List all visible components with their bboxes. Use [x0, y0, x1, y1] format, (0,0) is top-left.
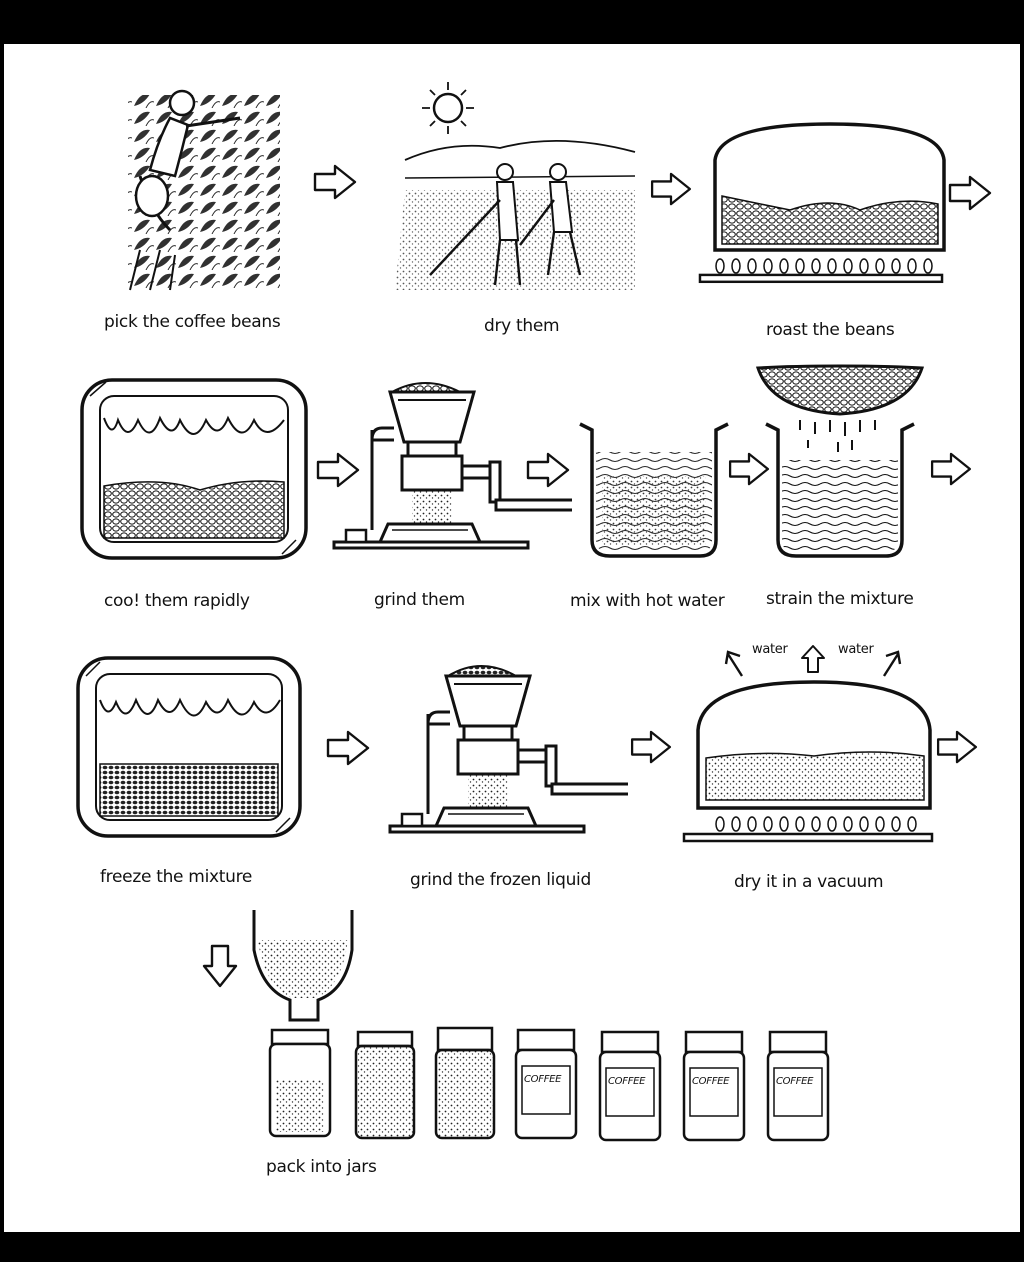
illustration-hopper [252, 910, 354, 1022]
jar-1 [268, 1028, 332, 1138]
illustration-dry-sun [395, 82, 636, 290]
arrow-right-icon [326, 730, 370, 766]
arrow-down-icon [202, 944, 238, 988]
step-label-pick: pick the coffee beans [104, 312, 281, 332]
jar-6 [682, 1030, 746, 1142]
jar-label-5: COFFEE [608, 1076, 646, 1087]
jar-3 [434, 1026, 496, 1140]
illustration-pick-beans [128, 89, 280, 291]
jar-label-6: COFFEE [692, 1076, 730, 1087]
jar-label-4: COFFEE [524, 1074, 562, 1085]
illustration-strainer [755, 364, 925, 558]
illustration-mix-pot [579, 422, 729, 558]
arrow-right-icon [948, 175, 992, 211]
arrow-right-icon [650, 172, 692, 206]
jar-row [268, 1026, 830, 1142]
jar-4 [514, 1028, 578, 1140]
illustration-freezer [76, 656, 302, 838]
top-black-border [0, 0, 1024, 44]
arrow-right-icon [630, 730, 672, 764]
illustration-grinder-1 [332, 382, 572, 550]
arrow-right-icon [313, 164, 357, 200]
illustration-grinder-2 [388, 665, 628, 834]
arrow-right-icon [526, 452, 570, 488]
bottom-black-border [0, 1232, 1024, 1262]
step-label-pack: pack into jars [266, 1157, 377, 1177]
jar-5 [598, 1030, 662, 1142]
jar-7 [766, 1030, 830, 1142]
jar-label-7: COFFEE [776, 1076, 814, 1087]
vacuum-label-water-left: water [752, 642, 788, 657]
arrow-right-icon [316, 452, 360, 488]
arrow-right-icon [728, 452, 770, 486]
arrow-up-icon [801, 645, 825, 673]
step-label-freeze: freeze the mixture [100, 867, 253, 887]
step-label-roast: roast the beans [766, 320, 895, 340]
arrow-right-icon [930, 452, 972, 486]
illustration-vacuum-dryer [682, 650, 934, 843]
vacuum-label-water-right: water [838, 642, 874, 657]
step-label-dry: dry them [484, 316, 560, 336]
step-label-grind-2: grind the frozen liquid [410, 870, 591, 890]
illustration-roaster [698, 122, 946, 284]
step-label-mix: mix with hot water [570, 591, 725, 611]
step-label-grind-1: grind them [374, 590, 465, 610]
arrow-right-icon [936, 730, 978, 764]
jar-2 [354, 1030, 416, 1140]
illustration-cooler [80, 378, 308, 560]
step-label-cool: coo! them rapidly [104, 591, 250, 611]
step-label-vacuum: dry it in a vacuum [734, 872, 884, 892]
step-label-strain: strain the mixture [766, 589, 914, 609]
